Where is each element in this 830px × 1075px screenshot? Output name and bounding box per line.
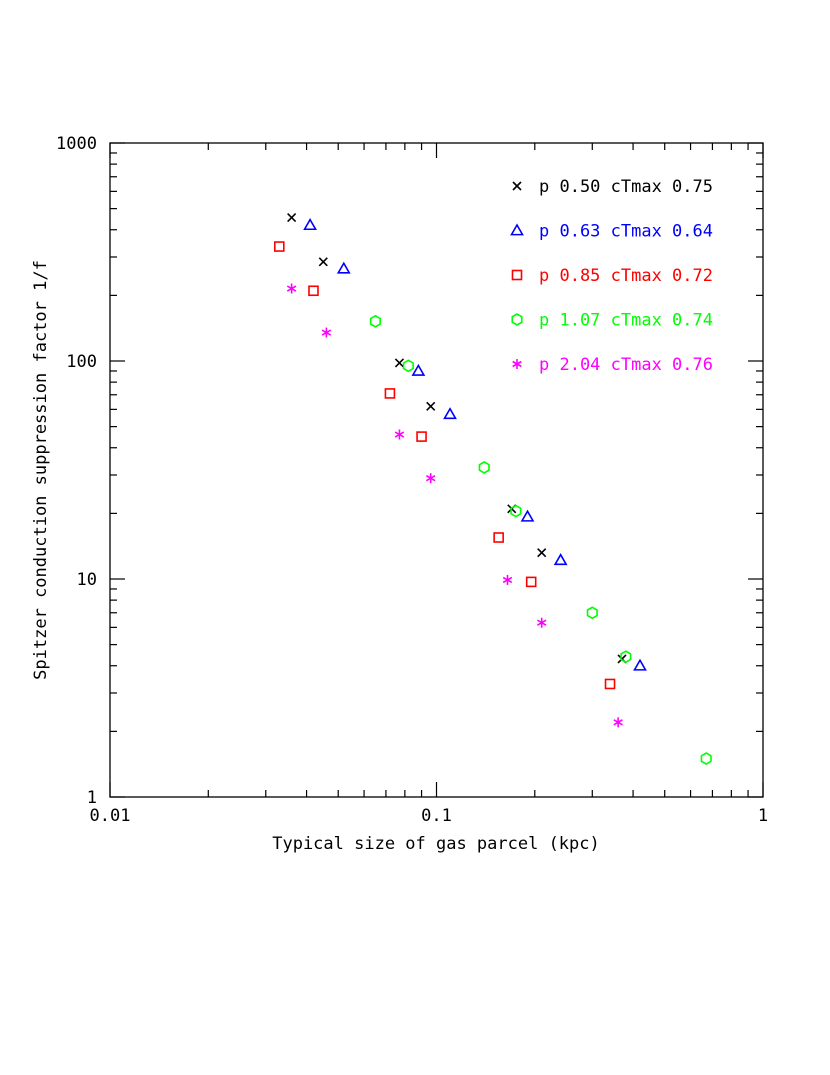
data-point — [586, 606, 598, 620]
data-point — [286, 283, 297, 294]
legend: p 0.50 cTmax 0.75 p 0.63 cTmax 0.64 p 0.85… — [510, 177, 713, 375]
data-point — [478, 460, 490, 474]
data-points — [273, 212, 712, 766]
y-tick-label: 1000 — [56, 134, 97, 154]
legend-label: p 1.07 cTmax 0.74 — [539, 311, 713, 331]
legend-label: p 0.85 cTmax 0.72 — [539, 266, 713, 286]
legend-marker — [511, 313, 523, 326]
x-tick-label: 0.01 — [90, 806, 131, 826]
y-axis-label: Spitzer conduction suppression factor 1/… — [31, 260, 51, 680]
data-point — [273, 241, 285, 252]
data-point — [620, 650, 632, 664]
y-tick-label: 10 — [77, 570, 97, 590]
y-tick-label: 1 — [87, 788, 97, 808]
x-tick-label: 1 — [758, 806, 768, 826]
data-point — [553, 553, 568, 566]
legend-label: p 0.63 cTmax 0.64 — [539, 222, 713, 242]
data-point — [303, 218, 317, 231]
x-tick-label: 0.1 — [421, 806, 452, 826]
data-point — [336, 261, 351, 274]
legend-marker — [510, 223, 524, 236]
data-point — [525, 576, 537, 588]
legend-label: p 2.04 cTmax 0.76 — [539, 355, 713, 375]
axis-tick-labels: 0.01 0.1 1 1 10 100 1000 — [56, 134, 768, 826]
data-point — [613, 717, 623, 728]
data-point — [536, 617, 547, 628]
x-axis-label: Typical size of gas parcel (kpc) — [272, 834, 600, 854]
data-point — [520, 509, 535, 522]
legend-marker — [512, 181, 522, 191]
data-point — [443, 407, 457, 420]
data-point — [321, 327, 332, 338]
data-point — [384, 388, 396, 399]
data-point — [537, 548, 547, 558]
data-point — [369, 314, 381, 328]
data-point — [402, 359, 414, 373]
legend-marker — [511, 269, 523, 281]
data-point — [604, 678, 616, 690]
data-point — [700, 752, 712, 766]
data-point — [394, 429, 405, 440]
data-point — [308, 285, 319, 297]
data-point — [426, 401, 436, 411]
data-point — [416, 431, 427, 442]
data-point — [633, 658, 647, 671]
data-point — [493, 532, 504, 543]
data-point — [287, 212, 297, 223]
legend-label: p 0.50 cTmax 0.75 — [539, 177, 713, 197]
y-tick-label: 100 — [66, 352, 97, 372]
legend-marker — [512, 359, 522, 369]
axis-ticks — [109, 142, 764, 798]
data-point — [502, 574, 513, 585]
data-point — [411, 363, 426, 376]
data-point — [425, 473, 436, 484]
data-point — [510, 504, 522, 518]
data-point — [394, 358, 405, 368]
data-point — [318, 257, 328, 267]
